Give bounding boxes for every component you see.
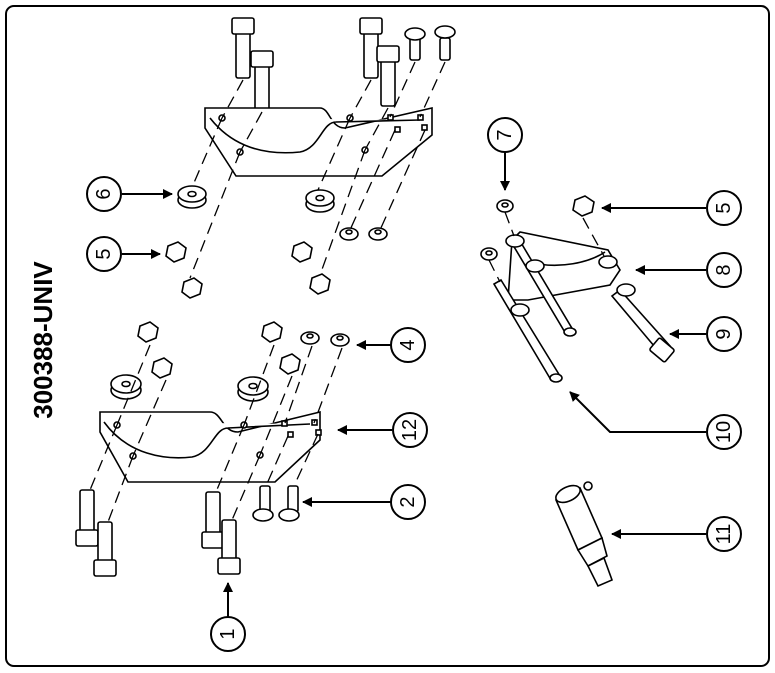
spacer-bushing	[237, 376, 269, 402]
hex-bolt	[359, 17, 383, 79]
carriage-bolt	[252, 485, 274, 522]
lower-bracket-group	[75, 321, 350, 577]
hex-nut	[261, 321, 283, 343]
svg-text:2: 2	[397, 496, 419, 507]
svg-text:10: 10	[713, 421, 735, 443]
spacer-bushing	[305, 189, 335, 213]
hex-bolt	[75, 489, 99, 547]
hex-nut	[137, 321, 159, 343]
callout-10: 10	[706, 414, 742, 450]
flange-nut	[330, 333, 350, 347]
hex-nut	[291, 241, 313, 263]
svg-text:6: 6	[93, 188, 115, 199]
flange-nut	[368, 227, 388, 241]
washer	[480, 247, 498, 261]
callout-5-left: 5	[86, 236, 122, 272]
hex-nut	[151, 357, 173, 379]
hex-nut	[279, 353, 301, 375]
hex-nut	[165, 241, 187, 263]
spacer-bushing	[177, 185, 207, 209]
long-pin	[492, 278, 563, 383]
callout-9: 9	[706, 316, 742, 352]
callout-7: 7	[487, 117, 523, 153]
carriage-bolt	[278, 485, 300, 522]
roller	[505, 234, 636, 317]
svg-text:4: 4	[397, 339, 419, 350]
hex-nut	[309, 273, 331, 295]
linkage-group	[480, 195, 675, 383]
flange-nut	[339, 227, 359, 241]
svg-text:9: 9	[713, 328, 735, 339]
washer	[496, 199, 514, 213]
long-pin	[508, 234, 577, 337]
flange-nut	[300, 331, 320, 345]
hex-nut	[181, 277, 203, 299]
callout-5-right: 5	[706, 190, 742, 226]
callout-12: 12	[392, 412, 428, 448]
svg-text:5: 5	[93, 248, 115, 259]
hex-bolt	[217, 519, 241, 575]
callout-6: 6	[86, 176, 122, 212]
hex-bolt	[93, 521, 117, 577]
leader-lines	[122, 152, 706, 617]
svg-text:5: 5	[713, 202, 735, 213]
callout-11: 11	[706, 516, 742, 552]
svg-text:1: 1	[217, 628, 239, 639]
hex-nut	[572, 195, 595, 217]
svg-text:7: 7	[494, 129, 516, 140]
hex-bolt	[250, 50, 274, 112]
part-number-title: 300388-UNIV	[28, 261, 58, 419]
carriage-bolt	[404, 27, 426, 61]
svg-text:8: 8	[713, 264, 735, 275]
svg-text:12: 12	[399, 419, 421, 441]
pivot-bolt	[610, 288, 675, 363]
hex-bolt	[201, 491, 225, 549]
carriage-bolt	[434, 25, 456, 61]
callout-2: 2	[390, 484, 426, 520]
callout-4: 4	[390, 327, 426, 363]
callout-8: 8	[706, 252, 742, 288]
drawing-border	[5, 5, 770, 667]
callout-1: 1	[210, 616, 246, 652]
upper-bracket-group	[165, 17, 456, 299]
actuator	[554, 481, 614, 588]
spacer-bushing	[110, 374, 142, 400]
hex-bolt	[231, 17, 255, 79]
hex-bolt	[376, 45, 400, 107]
svg-text:11: 11	[713, 524, 735, 545]
